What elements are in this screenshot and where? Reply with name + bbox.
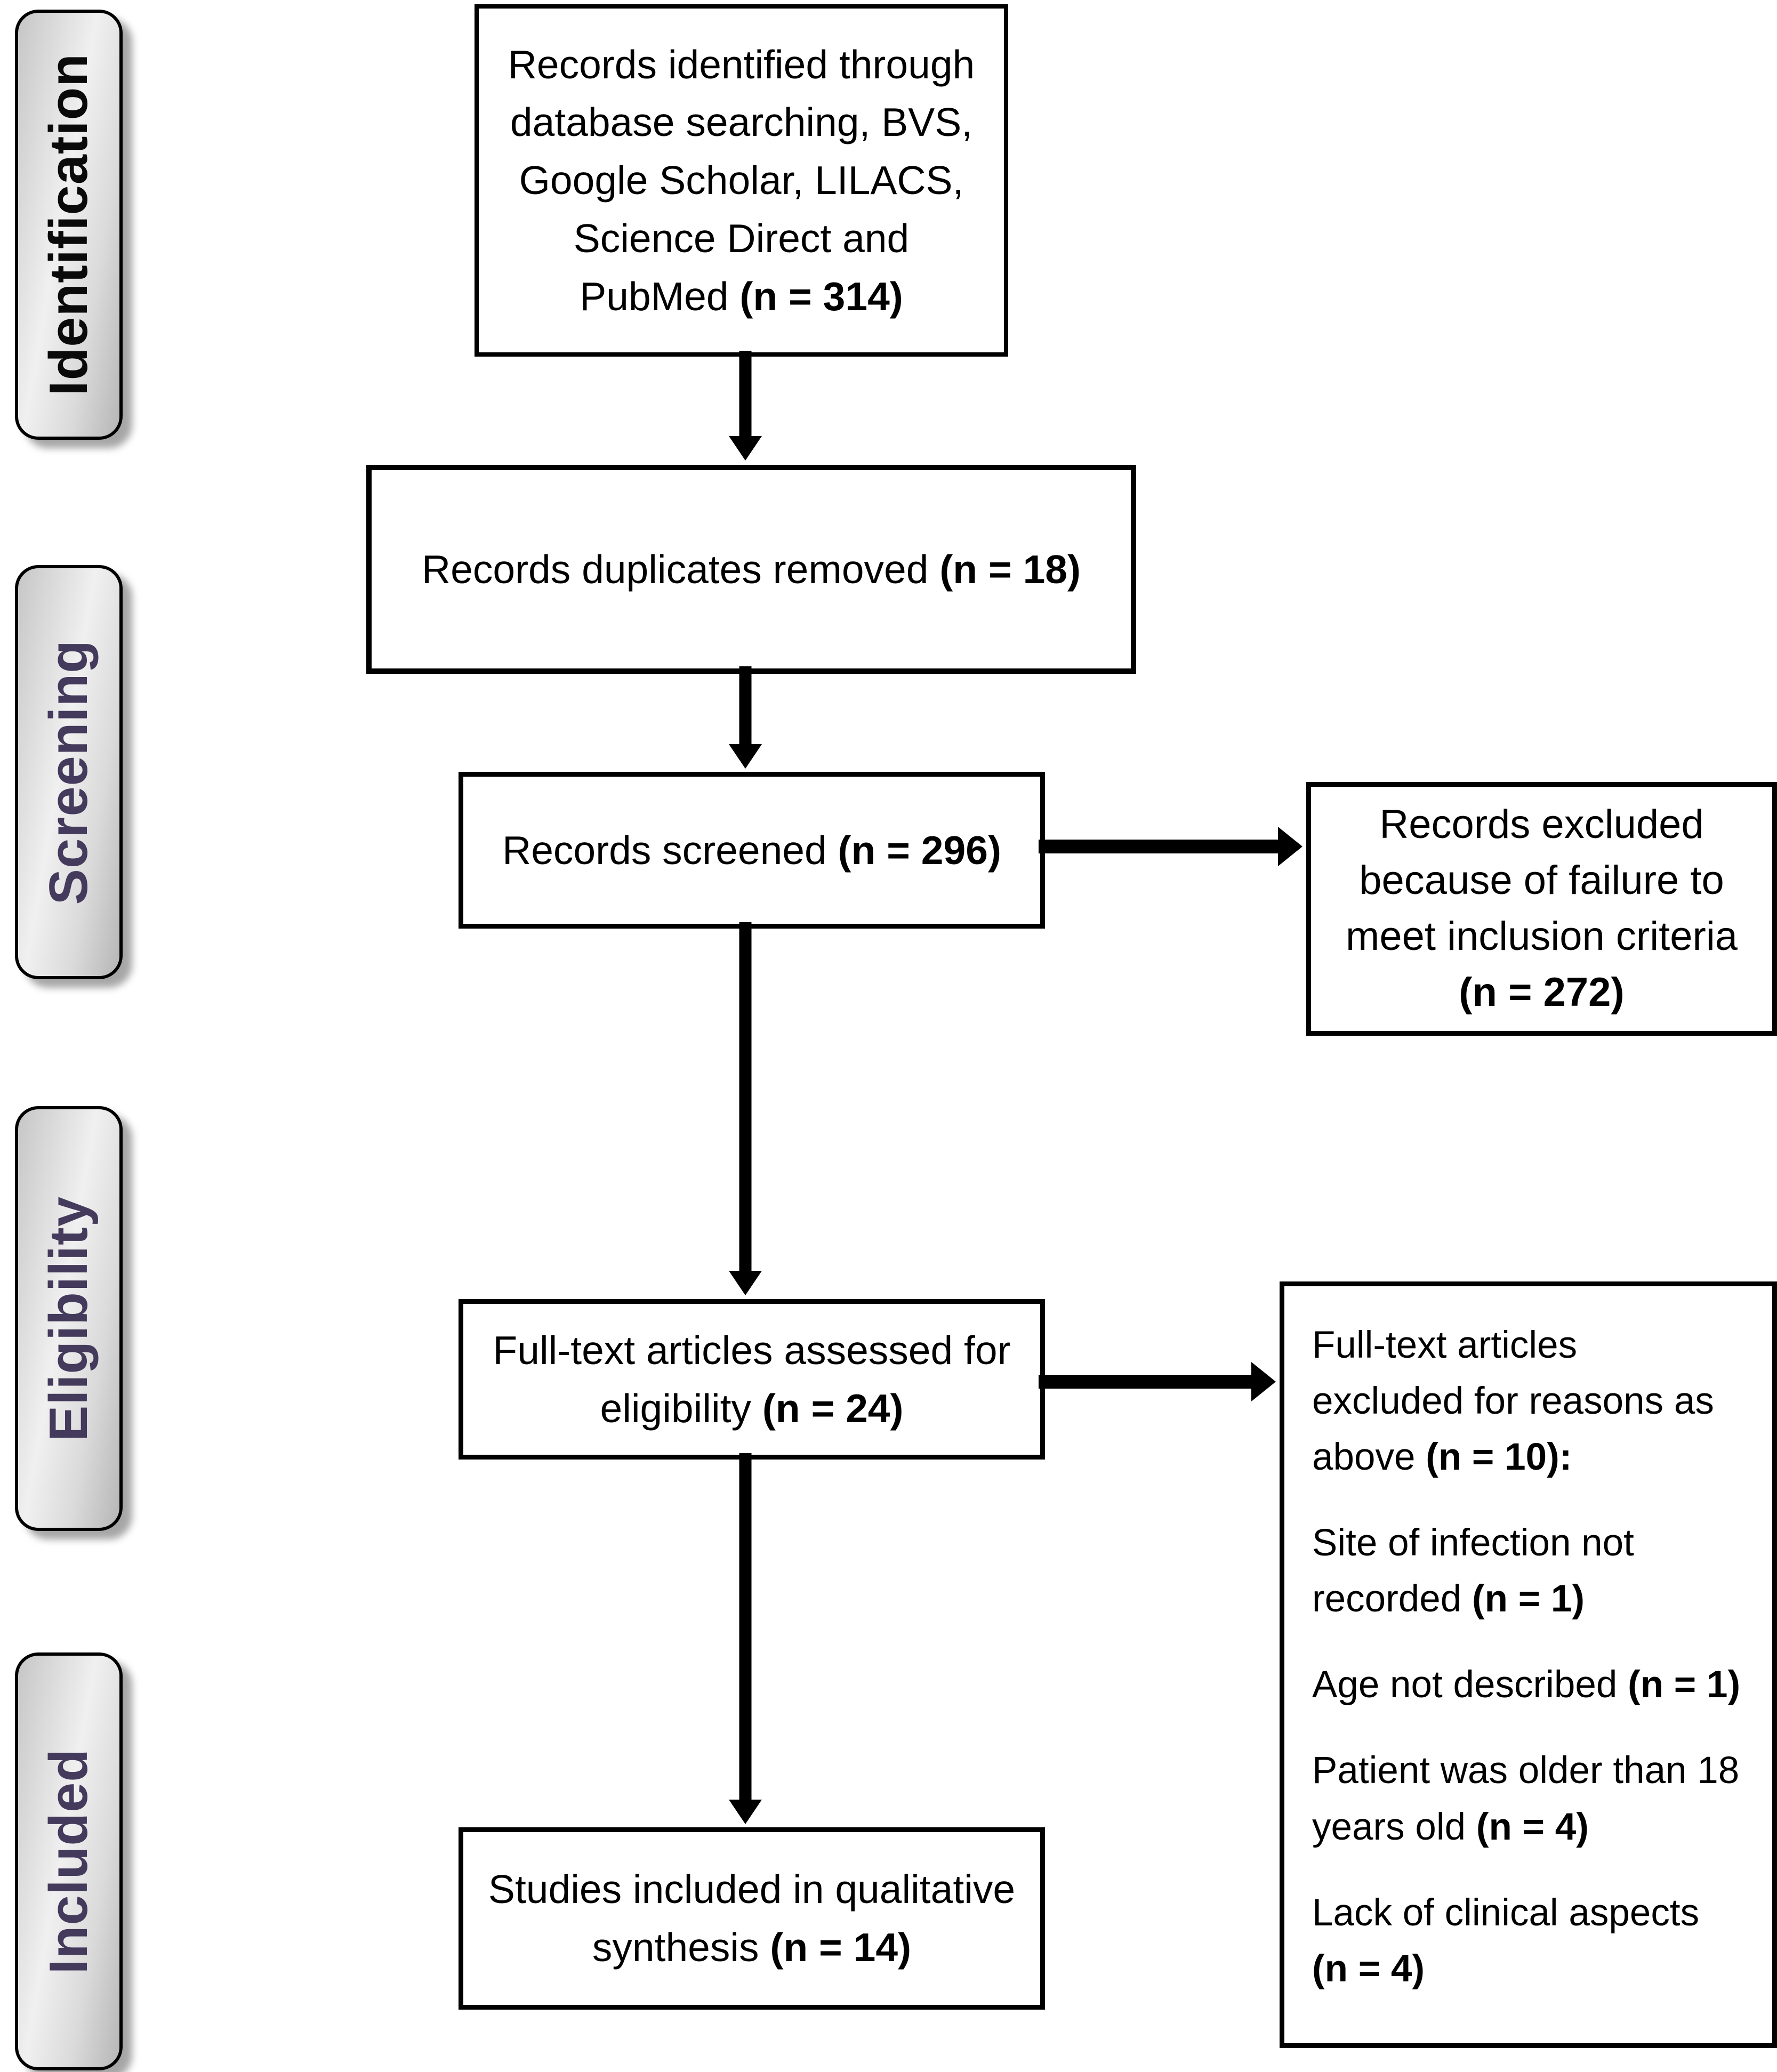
- box-records-screened-text: Records screened (n = 296): [502, 827, 1001, 873]
- arrow-shaft: [1039, 840, 1281, 853]
- arrow-shaft: [739, 666, 752, 746]
- arrow-shaft: [1039, 1375, 1255, 1389]
- stage-label-included: Included: [15, 1652, 123, 2070]
- arrow-shaft: [739, 1453, 752, 1802]
- arrow-right-fulltext-to-excluded: [1039, 1361, 1276, 1402]
- box-duplicates-removed-text: Records duplicates removed (n = 18): [422, 546, 1081, 592]
- stage-label-screening-text: Screening: [38, 639, 99, 905]
- arrow-head-icon: [1251, 1362, 1276, 1401]
- stage-label-eligibility: Eligibility: [15, 1106, 123, 1531]
- box-duplicates-removed: Records duplicates removed (n = 18): [366, 465, 1136, 674]
- box-records-screened: Records screened (n = 296): [459, 772, 1045, 929]
- stage-label-included-text: Included: [38, 1748, 99, 1974]
- arrow-head-icon: [1278, 827, 1302, 866]
- arrow-down-screened-to-fulltext: [728, 922, 762, 1295]
- arrow-down-duplicates-to-screened: [728, 666, 762, 769]
- stage-label-identification: Identification: [15, 10, 123, 440]
- arrow-head-icon: [729, 744, 762, 769]
- stage-label-identification-text: Identification: [38, 53, 99, 396]
- arrow-head-icon: [729, 1271, 762, 1295]
- arrow-down-fulltext-to-included: [728, 1453, 762, 1824]
- stage-label-screening: Screening: [15, 565, 123, 979]
- arrow-shaft: [739, 351, 752, 438]
- arrow-head-icon: [729, 436, 762, 461]
- arrow-head-icon: [729, 1800, 762, 1824]
- arrow-right-screened-to-excluded: [1039, 826, 1302, 867]
- arrow-down-identified-to-duplicates: [728, 351, 762, 461]
- stage-label-eligibility-text: Eligibility: [38, 1196, 99, 1441]
- arrow-shaft: [739, 922, 752, 1273]
